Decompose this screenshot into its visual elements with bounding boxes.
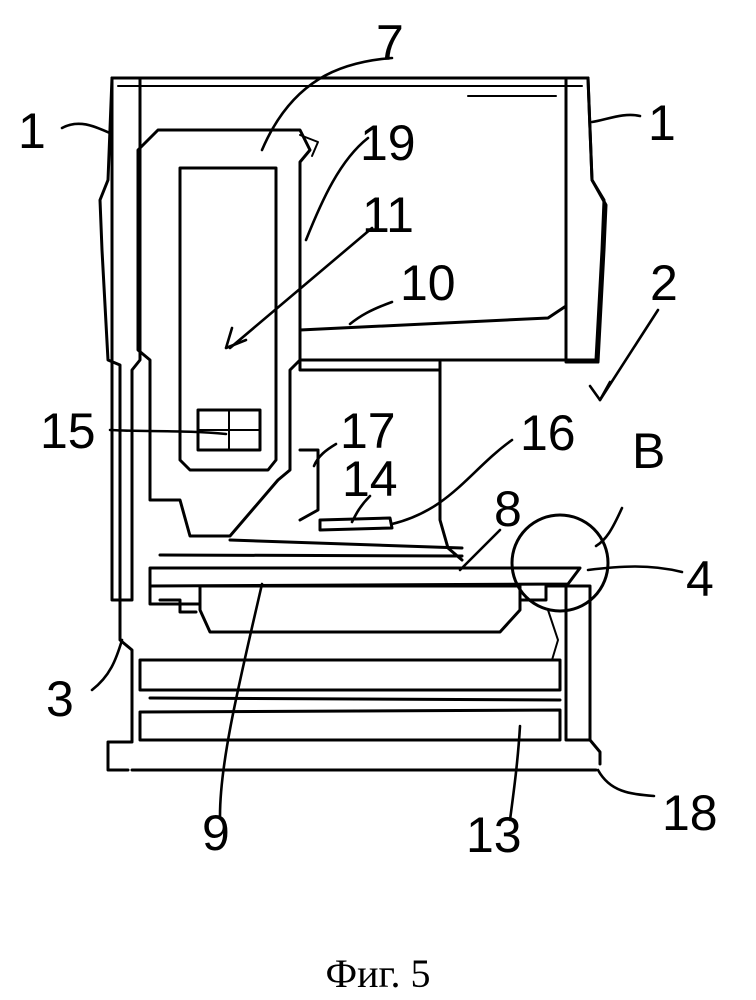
label-10: 10	[400, 255, 456, 311]
label-16: 16	[520, 405, 576, 461]
detail-circle-b	[512, 515, 608, 611]
figure-caption: Фиг. 5	[0, 950, 756, 997]
label-4: 4	[686, 551, 714, 607]
inner-container	[138, 130, 318, 536]
label-14: 14	[342, 451, 398, 507]
slider-element	[160, 362, 462, 560]
label-2: 2	[650, 255, 678, 311]
label-7: 7	[376, 15, 404, 71]
label-13: 13	[466, 807, 522, 863]
label-8: 8	[494, 481, 522, 537]
label-18: 18	[662, 785, 718, 841]
label-19: 19	[360, 115, 416, 171]
label-b: B	[632, 423, 665, 479]
label-1-left: 1	[18, 103, 46, 159]
label-3: 3	[46, 671, 74, 727]
shelf-10	[300, 306, 566, 360]
label-11: 11	[362, 187, 414, 243]
label-1-right: 1	[648, 95, 676, 151]
reference-labels: 1 1 7 19 11 10 2 15 17 14 16 B 8 4 3 9 1…	[18, 15, 718, 863]
label-15: 15	[40, 403, 96, 459]
label-9: 9	[202, 805, 230, 861]
